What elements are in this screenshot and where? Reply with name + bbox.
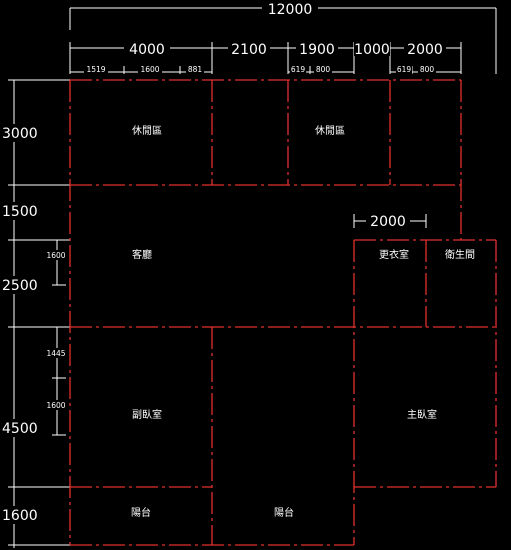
dim-sub-3: 881 — [188, 65, 203, 74]
dim-left-3: 2500 — [2, 278, 38, 294]
dim-sub-4: 619 — [291, 65, 306, 74]
room-leisure-left: 休閒區 — [132, 125, 162, 137]
room-leisure-right: 休閒區 — [315, 125, 345, 137]
dim-sub-6: 619 — [397, 65, 412, 74]
dim-top-3: 1900 — [299, 42, 335, 58]
dim-top-1: 4000 — [129, 42, 165, 58]
wall-lines — [69, 79, 497, 546]
left-dimension-lines — [8, 79, 70, 548]
dim-sub-1: 1519 — [86, 65, 105, 74]
top-dimension-labels: 12000 4000 2100 1900 1000 2000 1519 1600… — [86, 2, 442, 74]
dim-sub-7: 800 — [420, 65, 435, 74]
room-balcony-right: 陽台 — [274, 506, 294, 519]
dim-inner-2000: 2000 — [370, 214, 406, 230]
dim-left-5: 1600 — [2, 508, 38, 524]
left-dimension-text-masks — [0, 124, 68, 524]
dim-left-sub-1: 1600 — [46, 251, 65, 260]
room-living-room: 客廳 — [132, 248, 152, 261]
dim-top-5: 2000 — [407, 42, 443, 58]
dim-overall-width: 12000 — [268, 2, 313, 18]
top-dimension-text-masks — [84, 0, 446, 74]
left-dimension-labels: 3000 1500 2500 4500 1600 1600 1445 1600 — [2, 126, 66, 524]
room-dressing: 更衣室 — [379, 248, 409, 261]
dim-left-2: 1500 — [2, 204, 38, 220]
dim-left-1: 3000 — [2, 126, 38, 142]
dim-sub-2: 1600 — [140, 65, 159, 74]
dim-sub-5: 800 — [316, 65, 331, 74]
room-balcony-left: 陽台 — [131, 506, 151, 519]
dim-left-4: 4500 — [2, 421, 38, 437]
room-labels: 休閒區 休閒區 客廳 更衣室 衛生間 副臥室 主臥室 陽台 陽台 — [131, 125, 475, 519]
room-master-bedroom: 主臥室 — [407, 408, 437, 421]
dim-top-4: 1000 — [354, 42, 390, 58]
room-second-bedroom: 副臥室 — [132, 408, 162, 421]
dim-left-sub-2: 1445 — [46, 349, 65, 358]
dim-top-2: 2100 — [231, 42, 267, 58]
dim-left-sub-3: 1600 — [46, 401, 65, 410]
room-bathroom: 衛生間 — [445, 248, 475, 261]
inner-dimension: 2000 — [353, 212, 427, 230]
